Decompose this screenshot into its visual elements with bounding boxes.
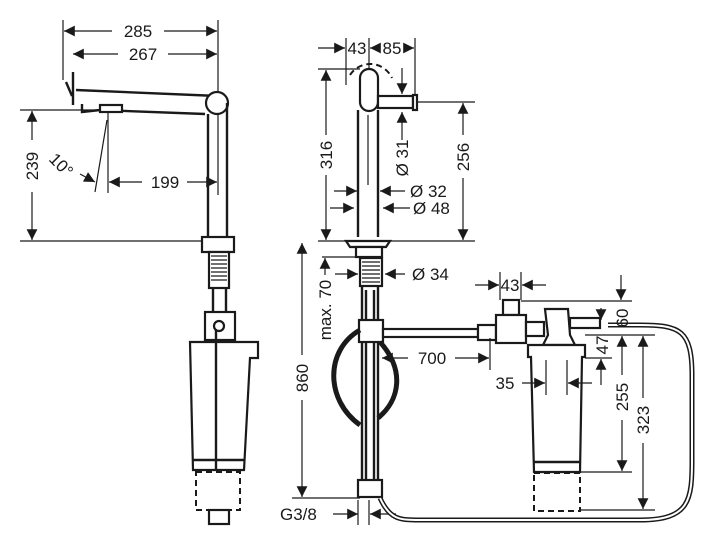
dim-267: 267 xyxy=(73,45,217,64)
dim-316: 316 xyxy=(317,70,336,240)
dim-label: 10° xyxy=(45,149,77,181)
dim-diameter-31: Ø 31 xyxy=(393,68,412,176)
dim-323: 323 xyxy=(634,336,653,509)
side-view: 285 267 239 10° 199 xyxy=(20,20,260,526)
dim-199: 199 xyxy=(109,173,217,192)
dim-label: 255 xyxy=(613,383,632,411)
dim-label: 316 xyxy=(317,141,336,169)
dim-60: 60 xyxy=(595,275,632,328)
dim-label: Ø 34 xyxy=(412,265,449,284)
dim-label: 256 xyxy=(454,143,473,171)
dim-700: 700 xyxy=(382,338,491,370)
faucet-side xyxy=(64,72,260,526)
dim-255: 255 xyxy=(613,336,632,471)
dim-label: 239 xyxy=(23,152,42,180)
dim-label: 700 xyxy=(418,349,446,368)
dim-285: 285 xyxy=(64,22,217,41)
dim-label: 85 xyxy=(383,39,402,58)
hose-loops xyxy=(331,322,695,523)
dim-43-85: 43 85 xyxy=(318,39,414,58)
dim-label: 285 xyxy=(124,22,152,41)
dim-label: 43 xyxy=(501,276,520,295)
dim-35: 35 xyxy=(496,360,592,395)
dim-239: 239 xyxy=(23,111,42,240)
dim-label: G3/8 xyxy=(280,505,317,524)
dim-label: Ø 32 xyxy=(410,182,447,201)
dim-label: 35 xyxy=(496,374,515,393)
dim-g3-8: G3/8 xyxy=(280,500,396,525)
filter-cartridge xyxy=(526,307,602,512)
dim-label: 43 xyxy=(348,39,367,58)
dim-label: 199 xyxy=(151,173,179,192)
dim-43-valve: 43 xyxy=(475,272,546,300)
dim-label: 860 xyxy=(293,364,312,392)
dim-max-70: max. 70 xyxy=(316,256,360,340)
dim-diameter-32-48: Ø 32 Ø 48 xyxy=(330,182,450,218)
dim-label: 267 xyxy=(129,45,157,64)
dim-label: 323 xyxy=(634,406,653,434)
faucet-front xyxy=(343,62,419,499)
supply-hose xyxy=(381,323,498,342)
dim-860: 860 xyxy=(292,243,360,499)
filter-unit: 700 43 60 xyxy=(381,272,655,512)
dim-label: max. 70 xyxy=(316,280,335,340)
dim-256: 256 xyxy=(454,103,473,240)
dim-label: Ø 31 xyxy=(393,140,412,177)
dim-label: Ø 48 xyxy=(413,199,450,218)
dim-10-degrees: 10° xyxy=(45,149,96,183)
dim-label: 60 xyxy=(613,309,632,328)
dim-47: 47 xyxy=(593,336,612,385)
valve xyxy=(494,298,546,345)
front-view: 43 85 316 256 Ø 31 Ø 32 Ø 48 xyxy=(280,38,695,525)
dim-label: 47 xyxy=(593,336,612,355)
dim-diameter-34: Ø 34 xyxy=(335,265,449,284)
